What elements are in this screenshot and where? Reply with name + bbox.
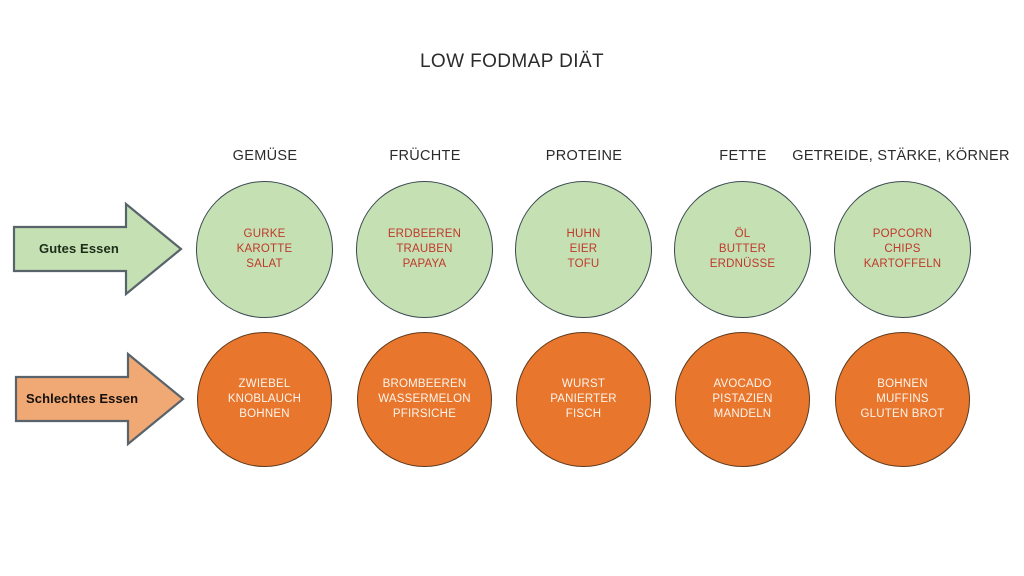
good-item: HUHN (566, 227, 601, 240)
bad-item: WURST (561, 377, 606, 390)
good-item: TOFU (567, 258, 600, 271)
bad-item: MUFFINS (876, 392, 929, 405)
good-circle-getreide[interactable]: POPCORN CHIPS KARTOFFELN (834, 181, 971, 318)
good-item: ERDNÜSSE (709, 258, 776, 271)
good-item: ERDBEEREN (387, 227, 462, 240)
bad-item: AVOCADO (713, 377, 772, 390)
bad-item: BROMBEEREN (382, 377, 467, 390)
column-header-fette: FETTE (719, 148, 767, 164)
bad-item: KNOBLAUCH (227, 392, 302, 405)
bad-food-label: Schlechtes Essen (26, 391, 139, 406)
column-header-getreide: GETREIDE, STÄRKE, KÖRNER (792, 148, 1010, 164)
bad-item: WASSERMELON (378, 392, 471, 405)
bad-item: GLUTEN BROT (860, 408, 945, 421)
good-item: KAROTTE (236, 242, 293, 255)
good-item: POPCORN (872, 227, 933, 240)
bad-circle-fruechte[interactable]: BROMBEEREN WASSERMELON PFIRSICHE (357, 332, 492, 467)
good-item: EIER (569, 242, 598, 255)
column-header-fruechte: FRÜCHTE (389, 148, 461, 164)
bad-food-arrow: Schlechtes Essen (14, 350, 186, 448)
good-item: SALAT (246, 258, 283, 271)
good-item: KARTOFFELN (863, 258, 942, 271)
good-item: TRAUBEN (396, 242, 453, 255)
bad-circle-fette[interactable]: AVOCADO PISTAZIEN MANDELN (675, 332, 810, 467)
good-food-label: Gutes Essen (39, 241, 119, 256)
good-item: ÖL (734, 227, 751, 240)
good-item: CHIPS (884, 242, 921, 255)
good-circle-proteine[interactable]: HUHN EIER TOFU (515, 181, 652, 318)
column-header-gemuese: GEMÜSE (232, 148, 298, 164)
good-circle-fruechte[interactable]: ERDBEEREN TRAUBEN PAPAYA (356, 181, 493, 318)
bad-circle-proteine[interactable]: WURST PANIERTER FISCH (516, 332, 651, 467)
bad-circle-getreide[interactable]: BOHNEN MUFFINS GLUTEN BROT (835, 332, 970, 467)
bad-item: PISTAZIEN (712, 392, 773, 405)
good-circle-fette[interactable]: ÖL BUTTER ERDNÜSSE (674, 181, 811, 318)
bad-item: PANIERTER (550, 392, 617, 405)
bad-item: PFIRSICHE (392, 408, 457, 421)
page-title: LOW FODMAP DIÄT (419, 51, 605, 72)
good-item: PAPAYA (402, 258, 447, 271)
bad-item: ZWIEBEL (238, 377, 291, 390)
bad-circle-gemuese[interactable]: ZWIEBEL KNOBLAUCH BOHNEN (197, 332, 332, 467)
bad-item: BOHNEN (239, 408, 290, 421)
column-header-proteine: PROTEINE (545, 148, 623, 164)
good-item: GURKE (243, 227, 286, 240)
bad-item: FISCH (565, 408, 602, 421)
good-food-arrow: Gutes Essen (12, 200, 184, 298)
bad-item: MANDELN (713, 408, 772, 421)
bad-item: BOHNEN (877, 377, 928, 390)
good-circle-gemuese[interactable]: GURKE KAROTTE SALAT (196, 181, 333, 318)
good-item: BUTTER (718, 242, 767, 255)
